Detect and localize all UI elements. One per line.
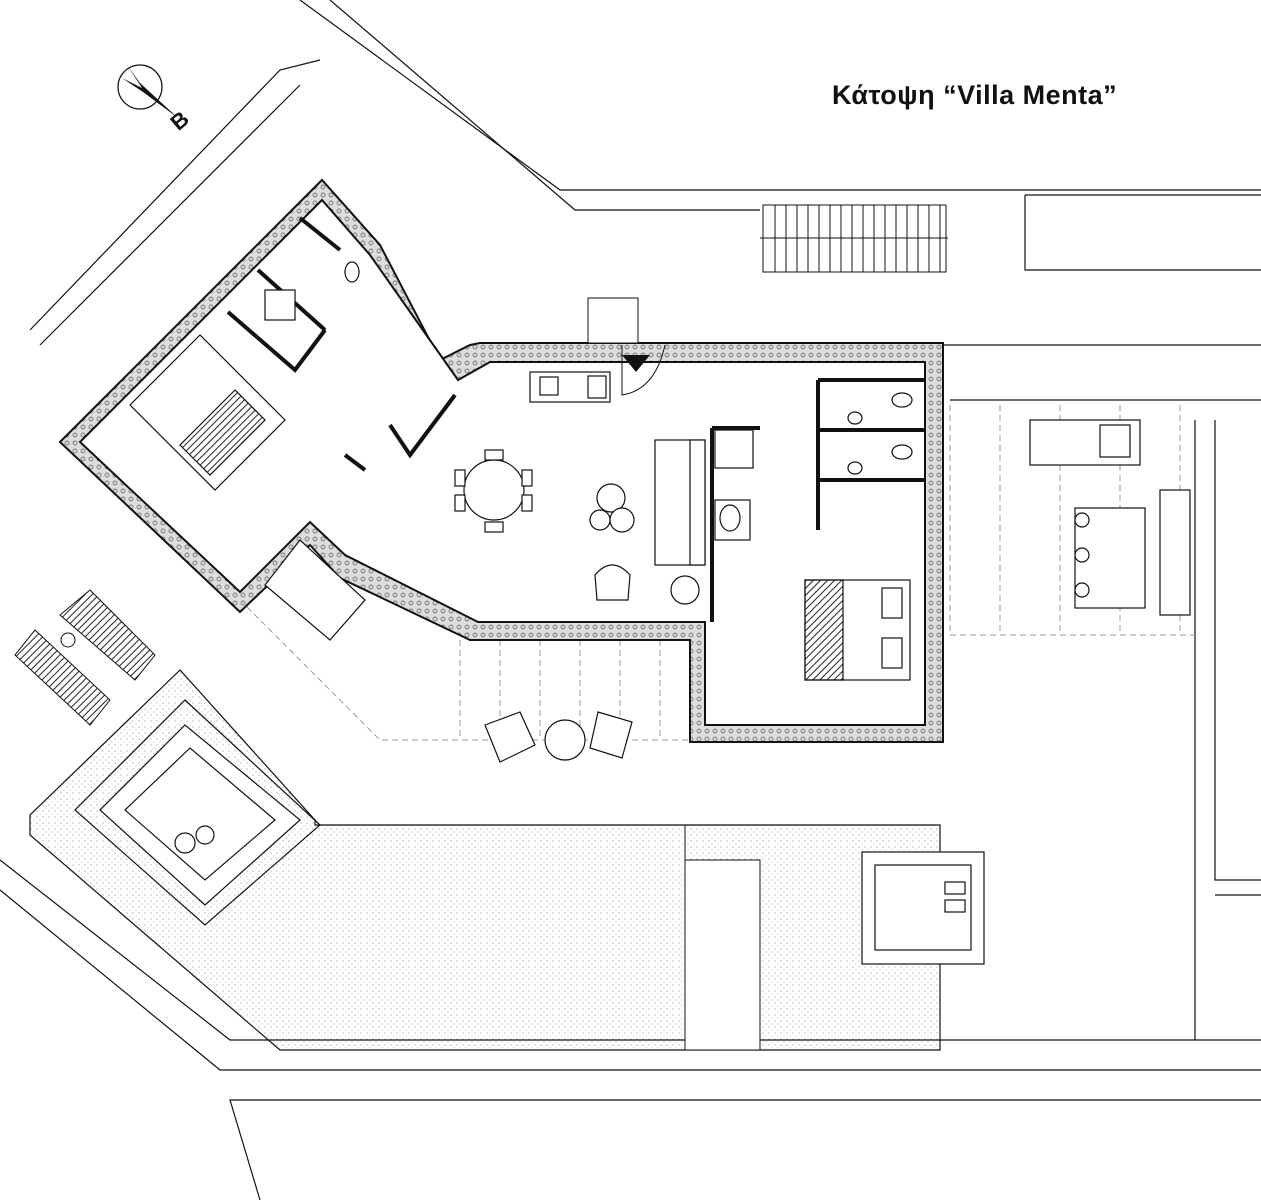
- main-entrance: [587, 297, 666, 396]
- pergola-outlines: [239, 405, 1195, 741]
- daybed: [861, 851, 985, 965]
- kitchen: [529, 371, 754, 541]
- jacuzzi: [99, 724, 301, 906]
- bathroom-fixtures: [264, 261, 913, 475]
- living-room-furniture: [589, 439, 706, 605]
- north-arrow-icon: [117, 64, 178, 118]
- outdoor-dining: [264, 419, 1191, 641]
- bed-second: [804, 579, 911, 681]
- page-title: Κάτοψη “Villa Menta”: [832, 80, 1118, 110]
- dining-table: [454, 449, 533, 533]
- bed-master: [129, 334, 286, 491]
- sun-loungers: [14, 589, 156, 726]
- exterior-staircase: [760, 204, 948, 273]
- pool-deck: [29, 669, 941, 1051]
- outdoor-lounge: [484, 711, 633, 763]
